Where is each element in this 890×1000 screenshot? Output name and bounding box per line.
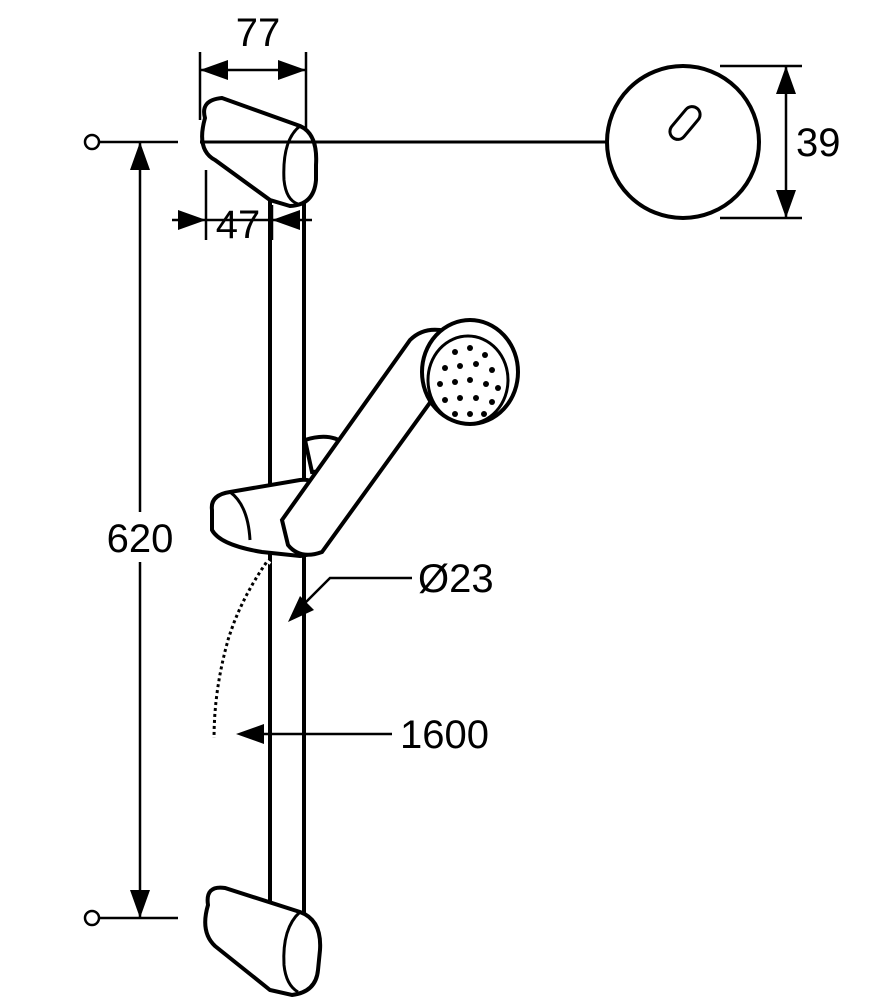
hand-shower [279,318,520,557]
top-bracket [200,95,319,209]
leader-hose-length: 1600 [236,713,489,757]
wall-rosette [312,64,761,220]
leader-rail-diameter: Ø23 [288,557,494,622]
dimension-label-1600: 1600 [400,713,489,757]
dimension-label-77: 77 [236,11,281,55]
shower-head-nozzles [437,345,501,417]
dimension-label-diameter: Ø23 [418,557,494,601]
dimension-bracket-width: 77 [198,11,308,130]
dimension-label-39: 39 [796,121,841,165]
bottom-wall-fixing [83,909,178,927]
top-wall-fixing [83,133,178,151]
bottom-bracket [203,885,323,998]
dimension-rail-length: 620 [95,142,185,918]
shower-hose [210,557,272,739]
dimension-bracket-offset: 47 [172,170,312,247]
dimension-label-47: 47 [216,203,261,247]
rail-bar [268,188,306,952]
dimension-label-620: 620 [107,517,174,561]
dimension-rosette-height: 39 [720,64,841,220]
